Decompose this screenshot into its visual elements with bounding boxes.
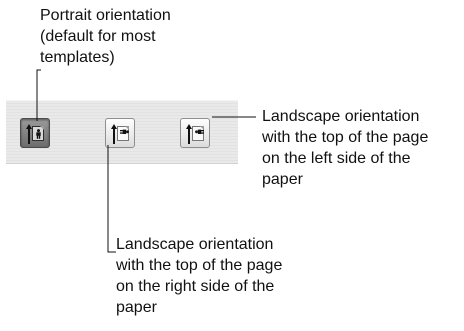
person-icon <box>36 129 41 139</box>
callout-line: paper <box>116 299 157 316</box>
callout-line: paper <box>262 171 303 188</box>
up-arrow-icon <box>26 124 32 144</box>
portrait-orientation-button[interactable] <box>20 118 50 148</box>
callout-line: Portrait orientation <box>40 7 171 24</box>
callout-line: with the top of the page <box>262 129 429 146</box>
orientation-toolbar <box>6 100 238 164</box>
callout-line: on the left side of the <box>262 150 411 167</box>
callout-line: on the right side of the <box>116 278 275 295</box>
callout-landscape-right-orientation: Landscape orientation with the top of th… <box>116 234 282 318</box>
callout-line: Landscape orientation <box>116 236 274 253</box>
landscape-right-orientation-button[interactable] <box>105 118 135 148</box>
callout-line: (default for most <box>40 28 156 45</box>
page-icon <box>32 126 44 141</box>
page-icon <box>192 126 204 141</box>
callout-line: templates) <box>40 49 115 66</box>
callout-portrait-orientation: Portrait orientation (default for most t… <box>40 5 171 68</box>
landscape-left-orientation-button[interactable] <box>180 118 210 148</box>
person-rotated-left-icon <box>195 129 204 134</box>
person-rotated-right-icon <box>120 129 129 134</box>
up-arrow-icon <box>186 124 192 144</box>
up-arrow-icon <box>111 124 117 144</box>
callout-line: Landscape orientation <box>262 108 420 125</box>
callout-line: with the top of the page <box>116 257 283 274</box>
page-icon <box>117 126 129 141</box>
callout-landscape-left-orientation: Landscape orientation with the top of th… <box>262 106 428 190</box>
